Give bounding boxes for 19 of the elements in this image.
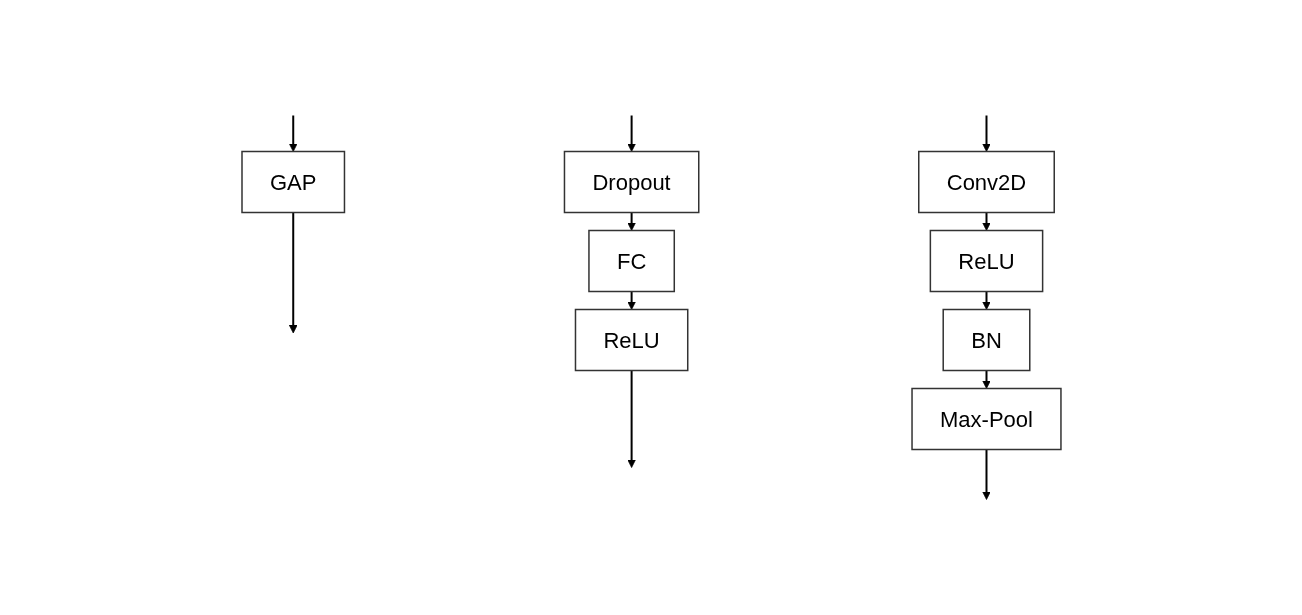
arrow (626, 211, 636, 231)
layer-box: BN (942, 308, 1031, 372)
arrow (981, 211, 991, 231)
layer-box: ReLU (574, 308, 688, 372)
arrow (626, 114, 636, 152)
layer-box: ReLU (929, 229, 1043, 293)
arrow (288, 114, 298, 152)
arrow (626, 290, 636, 310)
arrow (981, 369, 991, 389)
arrow (981, 114, 991, 152)
arrow (981, 448, 991, 500)
layer-box: Conv2D (917, 150, 1055, 214)
layer-box: FC (587, 229, 675, 293)
arrow (981, 290, 991, 310)
layer-box: Dropout (563, 150, 699, 214)
arrow (626, 369, 636, 468)
arrow (288, 211, 298, 334)
layer-box: Max-Pool (910, 387, 1062, 451)
layer-box: GAP (240, 150, 345, 214)
